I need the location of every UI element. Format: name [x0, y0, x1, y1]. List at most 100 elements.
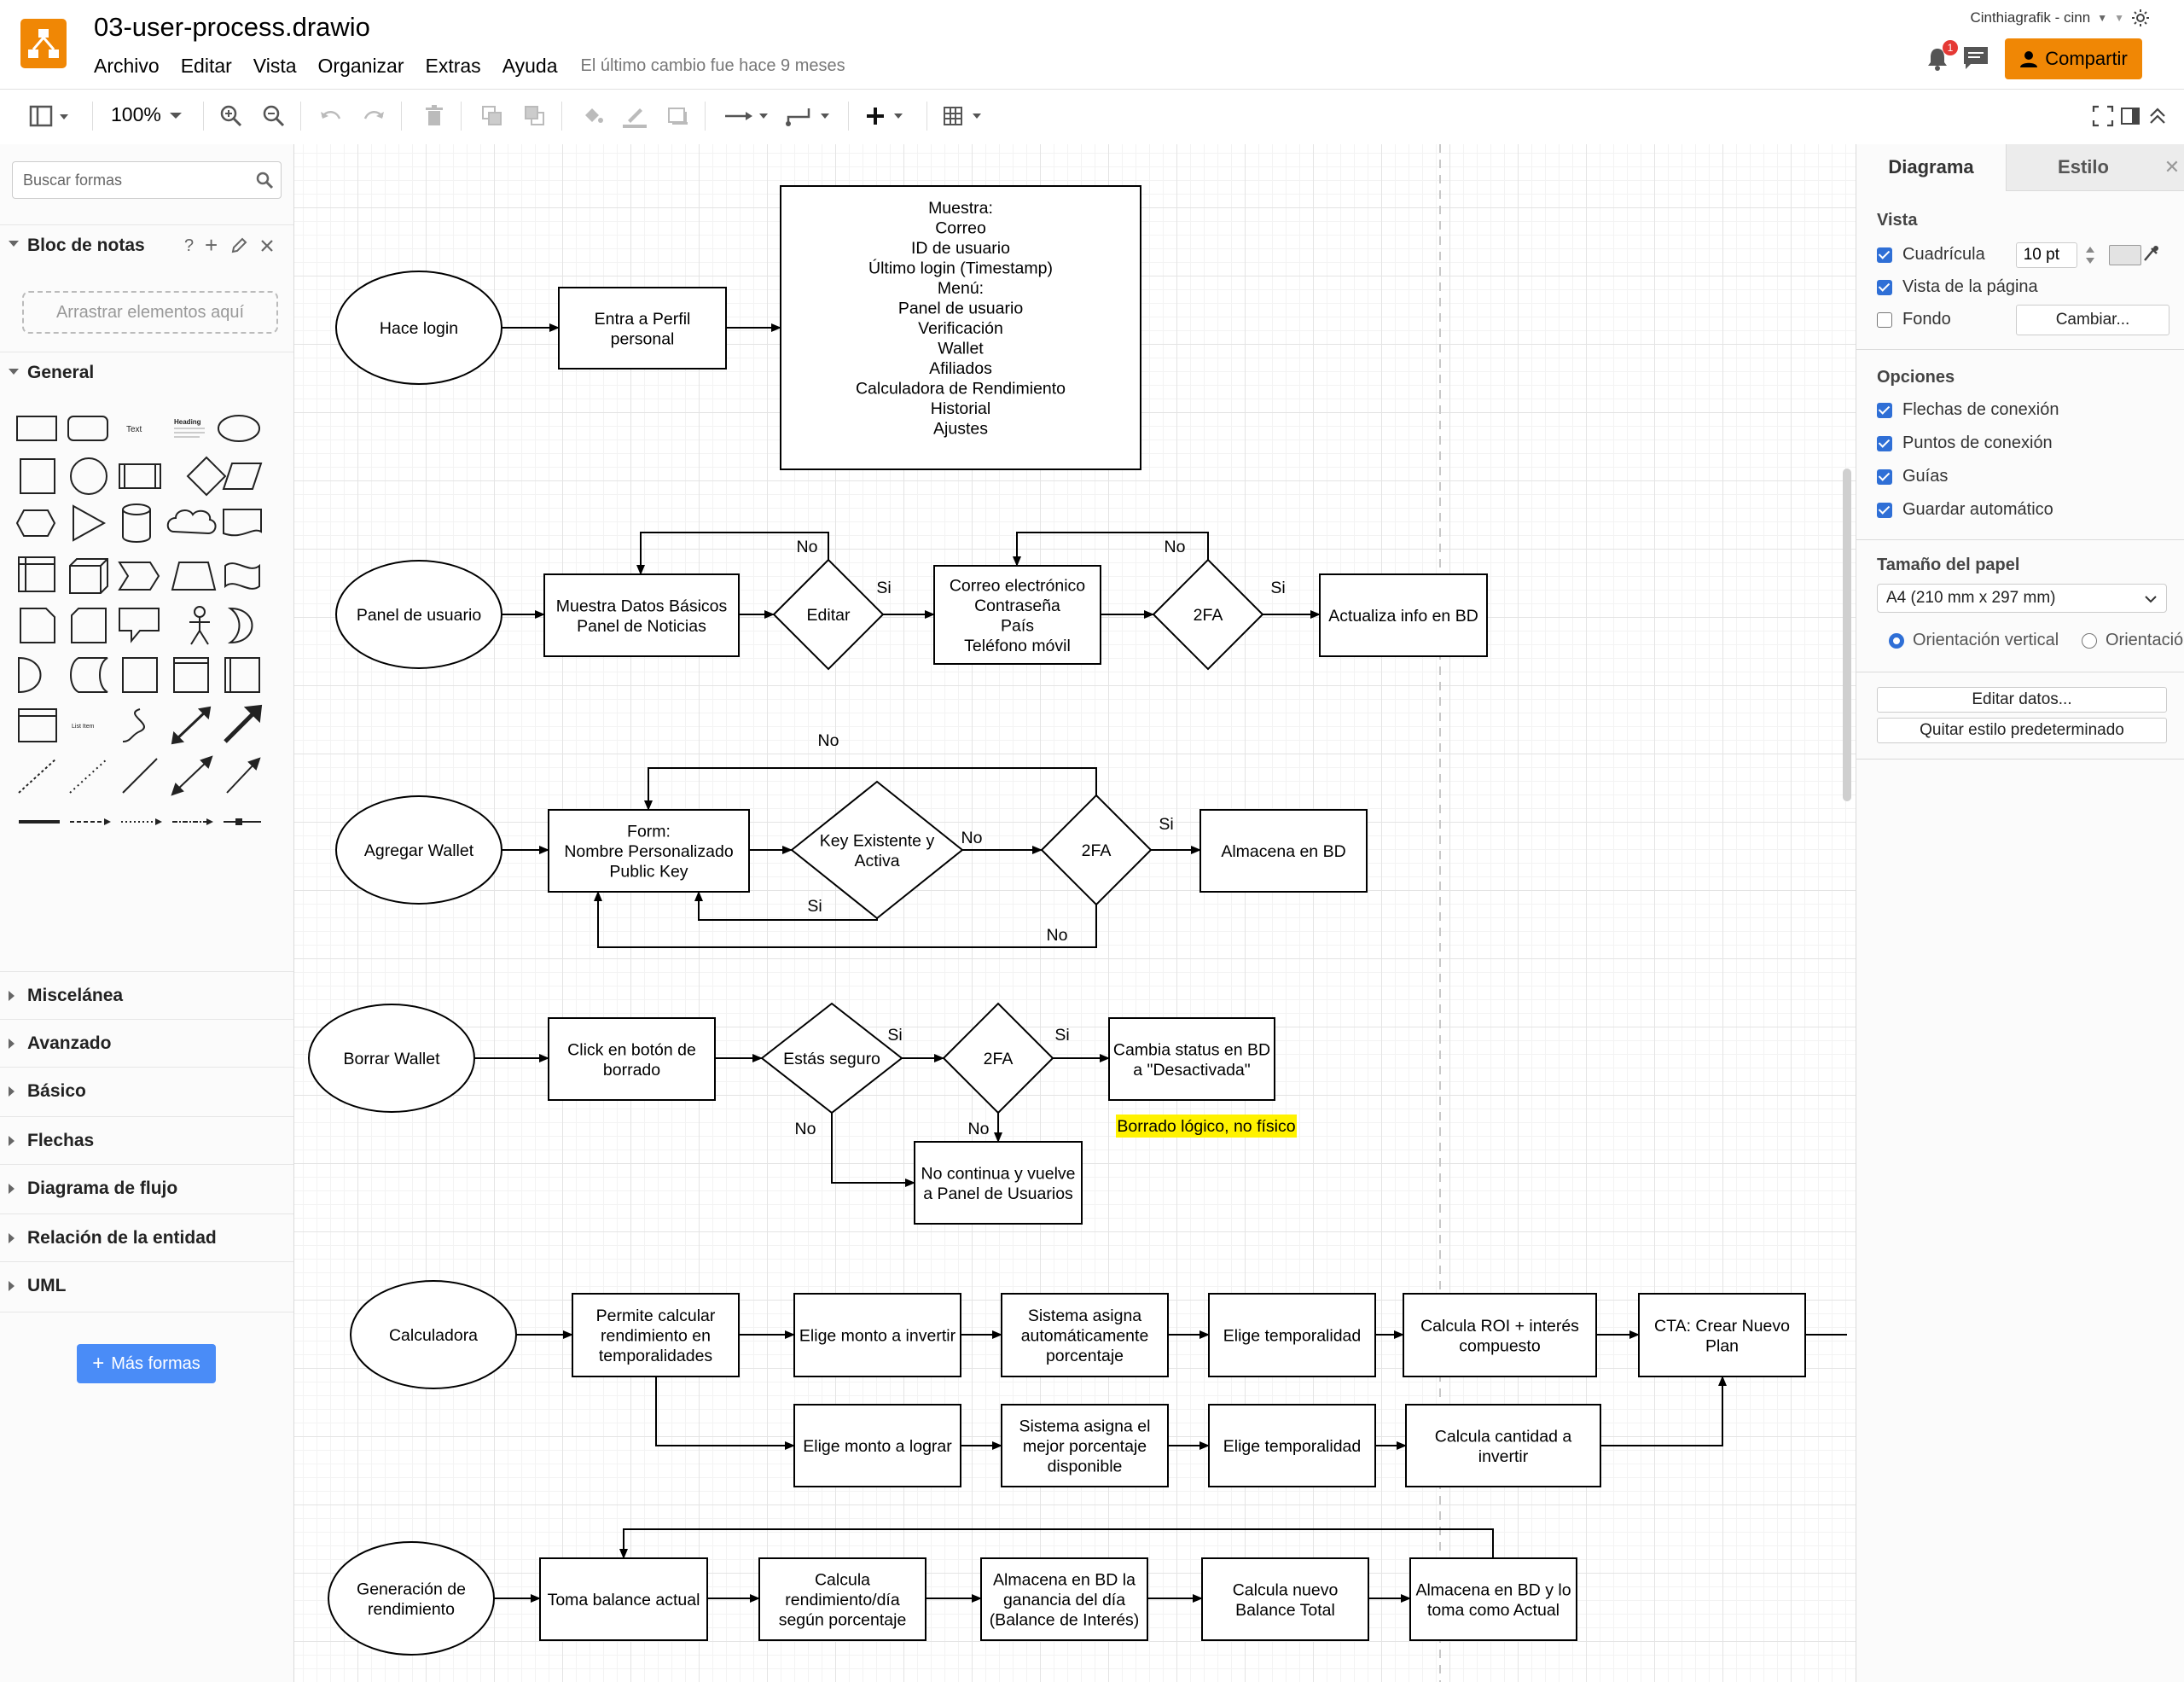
- node-almacena-bd[interactable]: [1199, 809, 1368, 893]
- tab-diagrama[interactable]: Diagrama: [1856, 144, 2006, 190]
- undo-icon[interactable]: [317, 103, 343, 129]
- node-2fa-wallet[interactable]: [1040, 794, 1153, 906]
- close-panel-icon[interactable]: ✕: [2159, 144, 2184, 191]
- node-hace-login[interactable]: [335, 271, 502, 385]
- line-color-icon[interactable]: [621, 103, 648, 129]
- node-editar[interactable]: [772, 558, 885, 671]
- chevron-down-icon[interactable]: ▼: [2114, 12, 2124, 24]
- node-agregar-wallet[interactable]: [335, 795, 502, 905]
- orientation-portrait[interactable]: Orientación vertical: [1889, 631, 2059, 650]
- menu-editar[interactable]: Editar: [180, 55, 232, 77]
- connection-arrows-checkbox[interactable]: [1877, 402, 1892, 418]
- table-icon[interactable]: [942, 103, 986, 129]
- paper-size-select[interactable]: A4 (210 mm x 297 mm): [1877, 584, 2167, 613]
- background-option[interactable]: Fondo: [1877, 310, 1951, 329]
- option-connection-arrows[interactable]: Flechas de conexión: [1877, 400, 2059, 420]
- scratchpad-title[interactable]: Bloc de notas: [27, 236, 145, 255]
- search-input[interactable]: [21, 169, 247, 191]
- node-calcula-cantidad[interactable]: [1405, 1404, 1601, 1487]
- change-background-button[interactable]: Cambiar...: [2016, 305, 2169, 335]
- edit-pencil-icon[interactable]: [230, 237, 247, 254]
- zoom-level[interactable]: 100%: [111, 103, 161, 125]
- section-uml[interactable]: UML: [0, 1261, 293, 1312]
- edge-label[interactable]: Si: [1270, 579, 1285, 597]
- file-title[interactable]: 03-user-process.drawio: [94, 12, 370, 42]
- more-shapes-button[interactable]: + Más formas: [77, 1344, 216, 1383]
- delete-icon[interactable]: [421, 103, 447, 129]
- node-mejor-porcentaje[interactable]: [1001, 1404, 1169, 1487]
- user-account[interactable]: Cinthiagrafik - cinn ▼ ▼: [1970, 9, 2150, 27]
- toggle-format-panel-icon[interactable]: [2119, 105, 2141, 127]
- chevron-right-icon[interactable]: [9, 1086, 15, 1097]
- orientation-landscape[interactable]: Orientación horizontal: [2082, 631, 2184, 650]
- menu-ayuda[interactable]: Ayuda: [502, 55, 558, 77]
- last-change-status[interactable]: El último cambio fue hace 9 meses: [580, 56, 845, 75]
- node-2fa-borrar-label[interactable]: 2FA: [984, 1050, 1014, 1068]
- section-title[interactable]: Miscelánea: [27, 986, 124, 1005]
- section-title[interactable]: Básico: [27, 1081, 86, 1101]
- section-title[interactable]: Avanzado: [27, 1033, 112, 1053]
- menu-extras[interactable]: Extras: [425, 55, 481, 77]
- node-click-borrado[interactable]: [548, 1017, 716, 1101]
- node-key-existente[interactable]: [790, 780, 964, 920]
- line-styles[interactable]: [12, 809, 268, 835]
- section-miscelanea[interactable]: Miscelánea: [0, 971, 293, 1020]
- node-almacena-bd-label[interactable]: Almacena en BD: [1221, 842, 1345, 861]
- node-monto-invertir-label[interactable]: Elige monto a invertir: [799, 1327, 956, 1346]
- node-almacena-ganancia[interactable]: [980, 1557, 1148, 1641]
- connection-style-icon[interactable]: [723, 103, 771, 129]
- section-basico[interactable]: Básico: [0, 1067, 293, 1117]
- node-2fa-wallet-label[interactable]: 2FA: [1082, 841, 1112, 860]
- node-balance-actual-label[interactable]: Toma balance actual: [548, 1591, 700, 1609]
- edge-label[interactable]: No: [797, 538, 818, 556]
- expand-icon[interactable]: [9, 241, 19, 247]
- node-balance-actual[interactable]: [539, 1557, 708, 1641]
- shape-palette[interactable]: Text Heading List Item: [12, 404, 268, 830]
- format-panel-toggle-icon[interactable]: [29, 103, 72, 129]
- expand-icon[interactable]: [9, 369, 19, 375]
- node-calculadora-label[interactable]: Calculadora: [389, 1326, 478, 1345]
- option-guides[interactable]: Guías: [1877, 467, 1948, 486]
- node-calculadora[interactable]: [350, 1280, 517, 1389]
- node-temporalidad-2-label[interactable]: Elige temporalidad: [1223, 1437, 1362, 1456]
- close-icon[interactable]: [259, 238, 275, 253]
- clear-default-style-button[interactable]: Quitar estilo predeterminado: [1877, 718, 2167, 743]
- node-2fa-borrar[interactable]: [942, 1002, 1054, 1115]
- node-agregar-wallet-label[interactable]: Agregar Wallet: [364, 841, 474, 860]
- section-title[interactable]: Flechas: [27, 1131, 95, 1150]
- chevron-down-icon[interactable]: ▼: [2097, 12, 2108, 24]
- add-icon[interactable]: +: [205, 232, 218, 258]
- stepper-icon[interactable]: [2084, 242, 2096, 268]
- chevron-right-icon[interactable]: [9, 1184, 15, 1194]
- page-view-checkbox[interactable]: [1877, 279, 1892, 295]
- comments-icon[interactable]: [1961, 44, 1990, 72]
- edge-label[interactable]: No: [968, 1120, 990, 1138]
- insert-plus-icon[interactable]: [863, 103, 908, 129]
- tab-estilo[interactable]: Estilo: [2006, 144, 2160, 191]
- connector-arrow[interactable]: [619, 1528, 1494, 1559]
- node-monto-invertir[interactable]: [793, 1293, 961, 1377]
- grid-color-swatch[interactable]: [2109, 245, 2141, 265]
- chevron-right-icon[interactable]: [9, 991, 15, 1001]
- node-2fa-panel-label[interactable]: 2FA: [1194, 606, 1223, 625]
- background-checkbox[interactable]: [1877, 311, 1892, 328]
- edge-label[interactable]: No: [961, 829, 983, 847]
- drawio-logo-icon[interactable]: [20, 19, 67, 68]
- node-form-wallet[interactable]: [548, 809, 750, 893]
- vertical-scrollbar[interactable]: [1843, 469, 1851, 801]
- shadow-icon[interactable]: [665, 103, 691, 129]
- section-flechas[interactable]: Flechas: [0, 1116, 293, 1165]
- connection-points-checkbox[interactable]: [1877, 435, 1892, 451]
- search-icon[interactable]: [255, 171, 274, 189]
